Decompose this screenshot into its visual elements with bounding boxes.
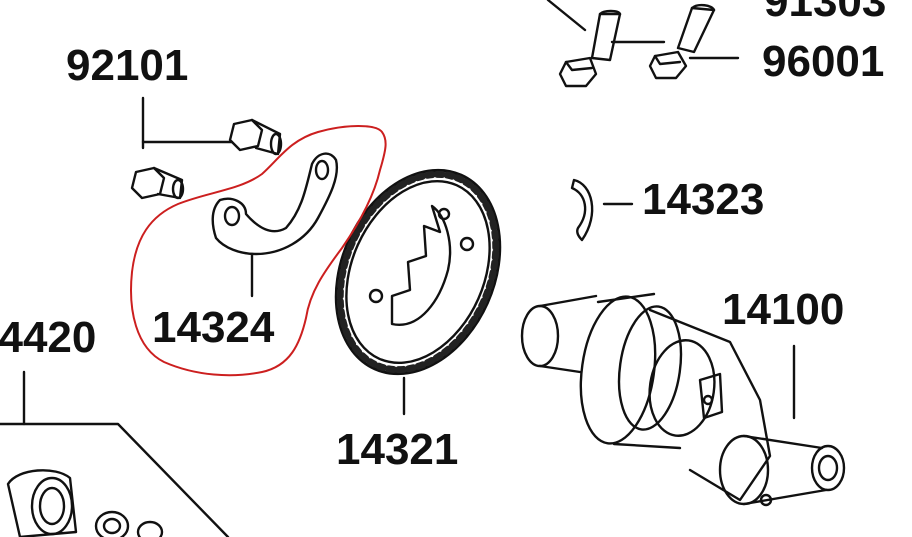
bolt-pair-top-right [546,0,740,88]
part-label-96001: 96001 [762,37,885,86]
camshaft-14100 [520,292,846,507]
sprocket-14321 [334,168,502,416]
part-label-92101: 92101 [66,41,189,90]
part-label-91303: 91303 [764,0,887,26]
part-label-14321: 14321 [336,425,459,474]
clip-14323 [570,178,634,242]
bearing-14420 [0,370,230,537]
part-label-14100: 14100 [722,285,845,334]
highlight-loop [130,125,387,377]
bolts-92101 [130,96,283,200]
part-label-14323: 14323 [642,175,765,224]
part-label-14324: 14324 [152,303,275,352]
part-label-14420: 14420 [0,313,97,362]
plate-14324 [211,152,339,298]
